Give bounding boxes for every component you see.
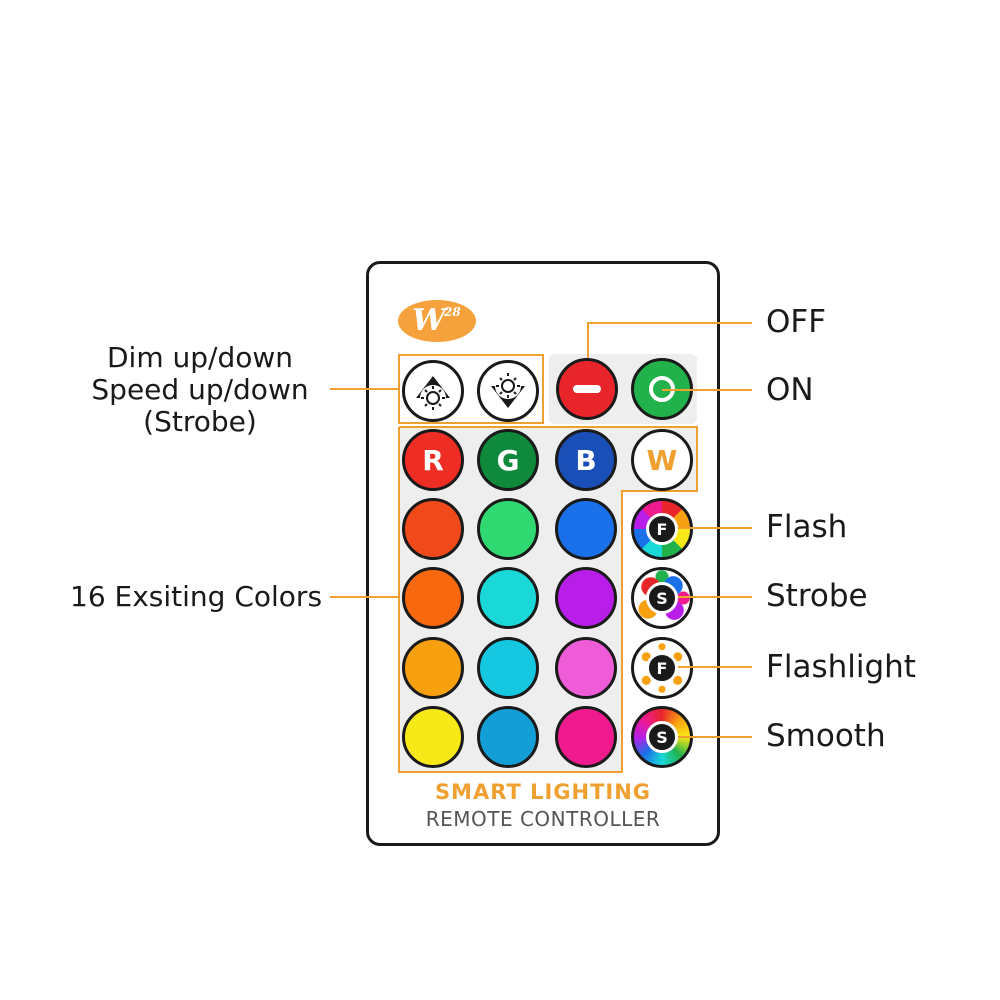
logo-letter: W: [412, 303, 446, 338]
color-button[interactable]: [555, 567, 617, 629]
red-button-label: R: [422, 443, 444, 477]
green-button-label: G: [496, 443, 520, 477]
red-button[interactable]: R: [402, 429, 464, 491]
color-button[interactable]: [477, 706, 539, 768]
callout-line-off: [587, 322, 752, 324]
flash-label: Flash: [766, 509, 848, 545]
strobe-label: Strobe: [766, 578, 868, 614]
callout-line-flashlight: [662, 666, 752, 668]
color-button[interactable]: [477, 498, 539, 560]
strobe-button-label: S: [646, 582, 678, 614]
callout-line-flash: [662, 527, 752, 529]
color-button[interactable]: [402, 637, 464, 699]
w28-logo: W 28: [398, 300, 476, 342]
dim-label: Dim up/down Speed up/down (Strobe): [80, 342, 320, 438]
color-button[interactable]: [402, 567, 464, 629]
green-button[interactable]: G: [477, 429, 539, 491]
flash-button[interactable]: F: [631, 498, 693, 560]
flash-button-label: F: [646, 513, 678, 545]
white-button[interactable]: W: [631, 429, 693, 491]
brand-subtitle: REMOTE CONTROLLER: [425, 807, 661, 831]
blue-button[interactable]: B: [555, 429, 617, 491]
callout-line-strobe: [662, 596, 752, 598]
sun-down-icon: [491, 373, 525, 408]
brand-title: SMART LIGHTING: [434, 780, 652, 804]
callout-line-dim: [330, 388, 398, 390]
dim-label-line-3: (Strobe): [143, 405, 257, 438]
callout-line-smooth: [662, 736, 752, 738]
off-button[interactable]: [556, 358, 618, 420]
color-button[interactable]: [402, 498, 464, 560]
flashlight-button[interactable]: F: [631, 637, 693, 699]
callout-line-colors: [330, 596, 399, 598]
flashlight-label: Flashlight: [766, 649, 916, 685]
callout-line-off-vertical: [587, 322, 589, 358]
color-button[interactable]: [555, 498, 617, 560]
dim-label-line-1: Dim up/down: [106, 341, 294, 374]
color-button[interactable]: [477, 637, 539, 699]
strobe-button[interactable]: S: [631, 567, 693, 629]
color-button[interactable]: [555, 706, 617, 768]
dim-button-frame: [398, 354, 544, 424]
color-button[interactable]: [402, 706, 464, 768]
dim-up-button[interactable]: [402, 360, 464, 422]
dim-down-button[interactable]: [477, 360, 539, 422]
blue-button-label: B: [575, 443, 597, 477]
white-button-label: W: [646, 443, 678, 477]
sun-up-icon: [416, 376, 450, 411]
callout-line-on: [662, 389, 752, 391]
on-label: ON: [766, 372, 814, 408]
logo-number: 28: [444, 305, 461, 319]
smooth-button-label: S: [646, 721, 678, 753]
minus-icon: [573, 385, 601, 393]
colors-label: 16 Exsiting Colors: [70, 580, 323, 613]
off-label: OFF: [766, 304, 827, 340]
flashlight-button-label: F: [646, 652, 678, 684]
smooth-label: Smooth: [766, 718, 886, 754]
color-button[interactable]: [555, 637, 617, 699]
dim-label-line-2: Speed up/down: [91, 373, 309, 406]
color-button[interactable]: [477, 567, 539, 629]
